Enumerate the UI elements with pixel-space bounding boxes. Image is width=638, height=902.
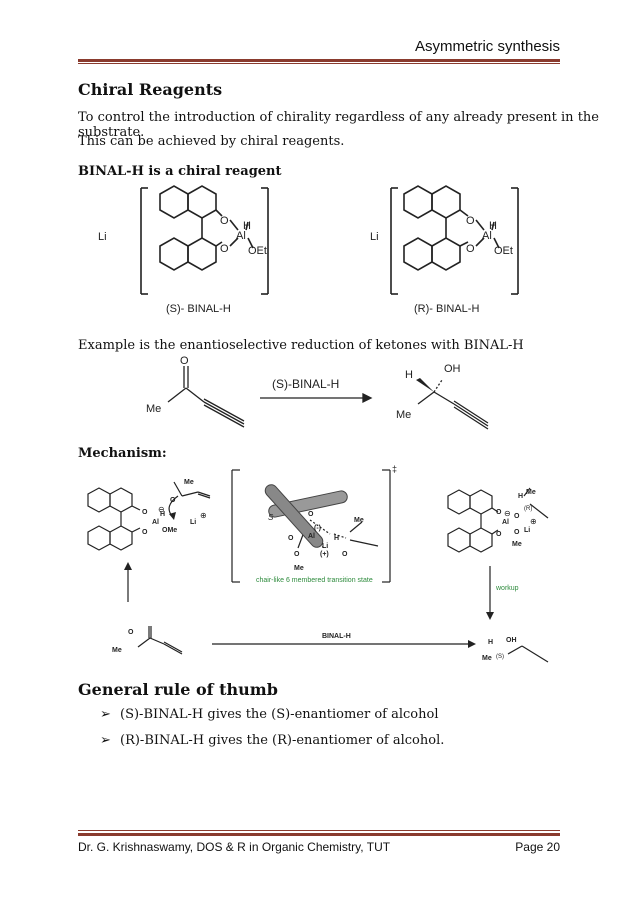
- binal-structures: Li O O H Al OEt (S)- BINAL-H Li O O H Al…: [98, 185, 519, 315]
- r-o-bottom: O: [466, 243, 475, 255]
- end-h: H: [488, 639, 493, 646]
- m1-o-ketone: O: [170, 497, 176, 504]
- m1-al-charge: ⊖: [158, 505, 165, 514]
- para-2: This can be achieved by chiral reagents.: [78, 134, 345, 149]
- bottom-reagent: BINAL-H: [322, 633, 351, 640]
- subheading-binal: BINAL-H is a chiral reagent: [78, 164, 282, 179]
- rule-bullet-2-text: (R)-BINAL-H gives the (R)-enantiomer of …: [120, 733, 445, 748]
- s-o-bottom: O: [220, 243, 229, 255]
- bullet-arrow-icon: ➢: [100, 707, 111, 722]
- workup-label: workup: [495, 585, 519, 592]
- s-oet: OEt: [248, 245, 267, 257]
- ts-dagger: ‡: [392, 464, 397, 474]
- r-binal-caption: (R)- BINAL-H: [414, 303, 479, 315]
- s-li: Li: [98, 231, 107, 243]
- rule-bullet-2: ➢ (R)-BINAL-H gives the (R)-enantiomer of…: [100, 733, 444, 748]
- ts-minus: (-): [314, 525, 321, 532]
- bullet-arrow-icon: ➢: [100, 733, 111, 748]
- end-me: Me: [482, 655, 492, 662]
- ex-me-product: Me: [396, 409, 411, 421]
- header-rule-thin: [78, 63, 560, 64]
- header-rule: [78, 59, 560, 62]
- m3-al-charge: ⊖: [504, 509, 511, 518]
- example-text: Example is the enantioselective reductio…: [78, 338, 524, 353]
- ts-me-right: Me: [354, 517, 364, 524]
- ex-o: O: [180, 355, 189, 367]
- m3-al: Al: [502, 519, 509, 526]
- m3-o-lower: O: [514, 529, 520, 536]
- ex-me: Me: [146, 403, 161, 415]
- footer-author: Dr. G. Krishnaswamy, DOS & R in Organic …: [78, 840, 391, 854]
- ts-s-label: S: [268, 513, 274, 522]
- ts-h: H: [334, 535, 339, 542]
- start-me: Me: [112, 647, 122, 654]
- start-o: O: [128, 629, 134, 636]
- ts-binaphthyl-bars: [264, 484, 348, 548]
- ts-o-bottom: O: [294, 551, 300, 558]
- heading-chiral-reagents: Chiral Reagents: [78, 80, 223, 99]
- m3-o-alkoxide: O: [514, 513, 520, 520]
- footer-rule: [78, 833, 560, 836]
- m3-li: Li: [524, 527, 530, 534]
- r-h: H: [489, 220, 497, 232]
- footer-page-number: Page 20: [515, 840, 560, 854]
- m3-li-charge: ⊕: [530, 517, 537, 526]
- mechanism-heading: Mechanism:: [78, 446, 167, 461]
- m3-o-top: O: [496, 509, 502, 516]
- r-al: Al: [482, 230, 492, 242]
- m1-me: Me: [184, 479, 194, 486]
- footer-rule-thin: [78, 830, 560, 831]
- ex-oh: OH: [444, 363, 461, 375]
- r-binal-structure: [390, 185, 519, 295]
- m1-h: H: [160, 511, 165, 518]
- header-title: Asymmetric synthesis: [414, 38, 560, 55]
- m1-al: Al: [152, 519, 159, 526]
- ex-h: H: [405, 369, 413, 381]
- m3-o-bottom: O: [496, 531, 502, 538]
- end-oh: OH: [506, 637, 517, 644]
- m1-o-top: O: [142, 509, 148, 516]
- rule-bullet-1-text: (S)-BINAL-H gives the (S)-enantiomer of …: [120, 707, 439, 722]
- reduction-scheme: O Me (S)-BINAL-H H OH Me: [146, 355, 489, 430]
- ex-reagent: (S)-BINAL-H: [272, 377, 339, 391]
- rule-bullet-1: ➢ (S)-BINAL-H gives the (S)-enantiomer of…: [100, 707, 438, 722]
- m3-me-lower: Me: [512, 541, 522, 548]
- s-al: Al: [236, 230, 246, 242]
- m1-li: Li: [190, 519, 196, 526]
- ts-o-carbonyl: O: [342, 551, 348, 558]
- para-1: To control the introduction of chirality…: [78, 110, 599, 140]
- ts-o-left: O: [288, 535, 294, 542]
- ts-li: Li: [322, 543, 328, 550]
- rule-heading: General rule of thumb: [78, 680, 278, 699]
- ts-plus: (+): [320, 551, 329, 558]
- s-o-top: O: [220, 215, 229, 227]
- ts-me-bottom: Me: [294, 565, 304, 572]
- r-li: Li: [370, 231, 379, 243]
- r-o-top: O: [466, 215, 475, 227]
- r-oet: OEt: [494, 245, 513, 257]
- end-s-label: (S): [496, 654, 504, 660]
- s-binal-structure: [140, 185, 269, 295]
- m3-me: Me: [526, 489, 536, 496]
- ts-o-top: O: [308, 511, 314, 518]
- ts-al: Al: [308, 533, 315, 540]
- m3-h: H: [518, 493, 523, 500]
- mechanism-scheme: Me O O O H Al ⊖ OMe Li ⊕ S O O (-) Al H …: [87, 464, 549, 663]
- m1-ome: OMe: [162, 527, 177, 534]
- ts-caption: chair-like 6 membered transition state: [256, 577, 373, 584]
- m1-li-charge: ⊕: [200, 511, 207, 520]
- s-binal-caption: (S)- BINAL-H: [166, 303, 231, 315]
- m3-r-label: (R): [524, 506, 532, 512]
- s-h: H: [243, 220, 251, 232]
- m1-o-bottom: O: [142, 529, 148, 536]
